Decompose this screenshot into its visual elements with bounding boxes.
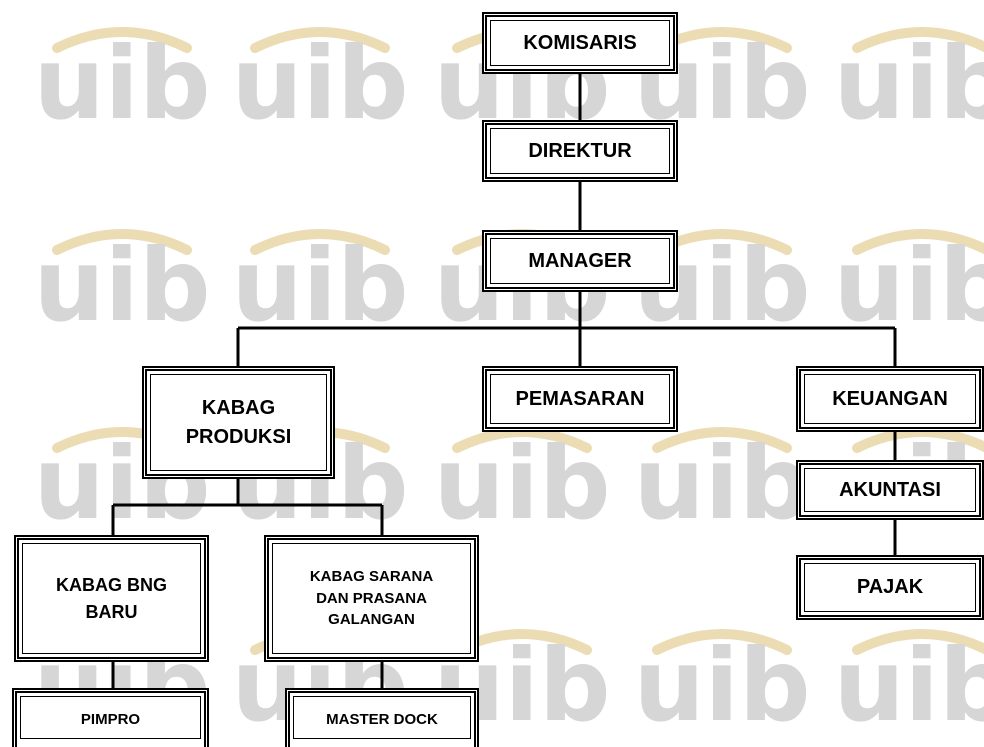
node-pemasaran: PEMASARAN — [482, 366, 678, 432]
svg-text:uib: uib — [833, 627, 984, 744]
uib-logo-tile: uib — [633, 425, 810, 542]
uib-logo-tile: uib — [33, 25, 210, 142]
node-label: MANAGER — [528, 249, 632, 272]
node-label: PEMASARAN — [515, 387, 645, 410]
uib-logo-tile: uib — [231, 25, 408, 142]
uib-logo-tile: uib — [833, 227, 984, 344]
node-keuangan: KEUANGAN — [796, 366, 984, 432]
uib-logo-tile: uib — [433, 425, 610, 542]
node-label: PAJAK — [856, 576, 924, 598]
node-komisaris: KOMISARIS — [482, 12, 678, 74]
node-akuntasi: AKUNTASI — [796, 460, 984, 520]
node-label-line1: KABAG BNG — [56, 575, 167, 596]
node-master-dock: MASTER DOCK — [285, 688, 479, 747]
svg-text:uib: uib — [633, 425, 810, 542]
uib-logo-tile: uib — [833, 25, 984, 142]
svg-text:uib: uib — [33, 227, 210, 344]
node-pimpro: PIMPRO — [12, 688, 209, 747]
node-label: KEUANGAN — [832, 387, 948, 410]
node-label-line2: BARU — [85, 601, 138, 622]
svg-text:uib: uib — [833, 227, 984, 344]
node-pajak: PAJAK — [796, 555, 984, 620]
svg-text:uib: uib — [633, 627, 810, 744]
node-label: PIMPRO — [80, 711, 141, 728]
uib-logo-tile: uib — [633, 627, 810, 744]
svg-text:uib: uib — [231, 227, 408, 344]
svg-text:uib: uib — [231, 25, 408, 142]
node-label-line1: KABAG — [201, 396, 276, 419]
node-kabag-sarana: KABAG SARANA DAN PRASANA GALANGAN — [264, 535, 479, 662]
node-label-line1: KABAG SARANA — [309, 567, 434, 585]
node-label-line2: DAN PRASANA — [316, 589, 427, 607]
svg-text:uib: uib — [33, 25, 210, 142]
node-direktur: DIREKTUR — [482, 120, 678, 182]
node-kabag-bng-baru: KABAG BNG BARU — [14, 535, 209, 662]
node-label: MASTER DOCK — [326, 711, 438, 728]
node-label: DIREKTUR — [528, 139, 632, 162]
uib-logo-tile: uib — [833, 627, 984, 744]
node-kabag-produksi: KABAG PRODUKSI — [142, 366, 335, 479]
svg-text:uib: uib — [433, 425, 610, 542]
node-label-line3: GALANGAN — [328, 611, 415, 629]
node-manager: MANAGER — [482, 230, 678, 292]
node-label: AKUNTASI — [839, 478, 941, 501]
node-label-line2: PRODUKSI — [185, 425, 292, 448]
uib-logo-tile: uib — [231, 227, 408, 344]
uib-logo-tile: uib — [33, 227, 210, 344]
node-label: KOMISARIS — [523, 31, 637, 54]
svg-text:uib: uib — [833, 25, 984, 142]
